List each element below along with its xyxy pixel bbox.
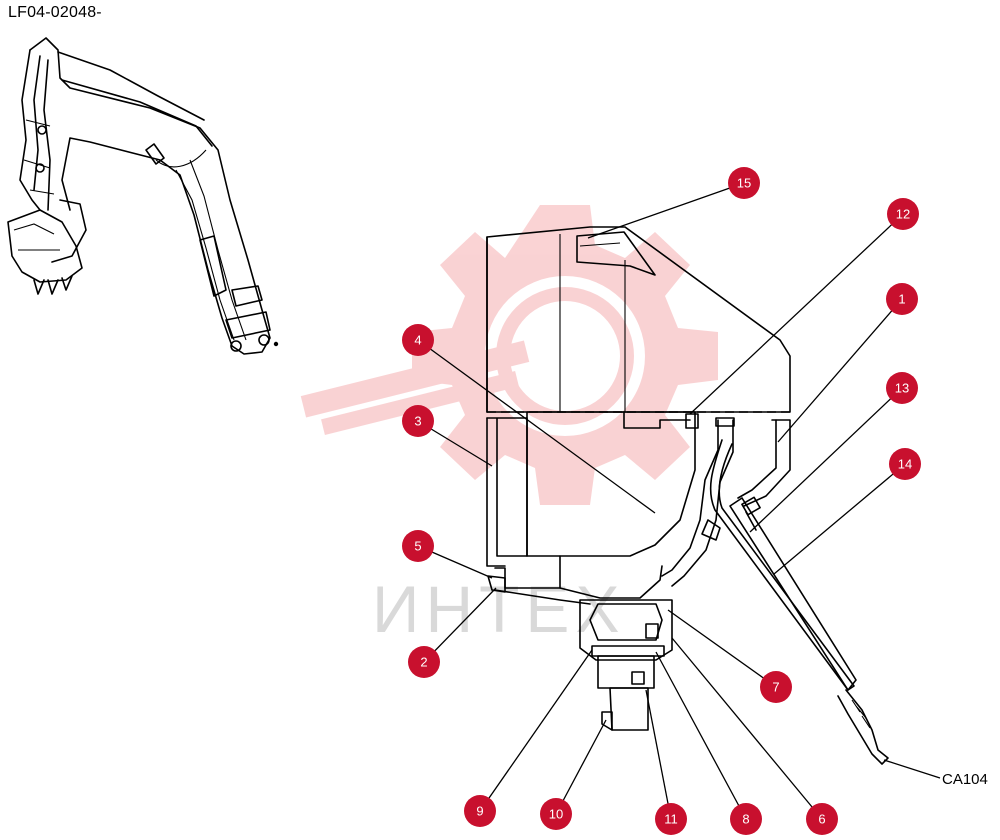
callout-2: 2 — [408, 646, 440, 678]
callout-label: 12 — [896, 207, 910, 222]
callout-8: 8 — [730, 803, 762, 835]
watermark-logo — [300, 205, 718, 505]
callout-10: 10 — [540, 798, 572, 830]
callout-label: 11 — [664, 812, 678, 827]
callout-3: 3 — [402, 405, 434, 437]
callout-label: 14 — [898, 457, 912, 472]
callout-1: 1 — [886, 283, 918, 315]
callout-label: 3 — [414, 414, 421, 429]
callout-label: 8 — [742, 812, 749, 827]
callout-12: 12 — [887, 198, 919, 230]
callout-15: 15 — [728, 167, 760, 199]
callout-11: 11 — [655, 803, 687, 835]
connector-label: CA104 — [942, 771, 988, 788]
callout-label: 15 — [737, 176, 751, 191]
callout-label: 5 — [414, 539, 421, 554]
callout-label: 2 — [420, 655, 427, 670]
excavator-arm-overview — [7, 37, 279, 355]
document-code: LF04-02048- — [8, 4, 102, 21]
callout-label: 9 — [476, 804, 483, 819]
callout-5: 5 — [402, 530, 434, 562]
main-assembly — [486, 226, 889, 765]
callout-label: 10 — [549, 807, 563, 822]
watermark-text: ИНТЕХ — [372, 572, 625, 646]
callout-7: 7 — [760, 671, 792, 703]
callout-label: 13 — [895, 381, 909, 396]
leader-lines — [417, 182, 941, 820]
callout-13: 13 — [886, 372, 918, 404]
callout-4: 4 — [402, 324, 434, 356]
callout-label: 4 — [414, 333, 421, 348]
callout-label: 7 — [772, 680, 779, 695]
callout-14: 14 — [889, 448, 921, 480]
callout-6: 6 — [806, 803, 838, 835]
callout-9: 9 — [464, 795, 496, 827]
callout-label: 1 — [898, 292, 905, 307]
callout-label: 6 — [818, 812, 825, 827]
